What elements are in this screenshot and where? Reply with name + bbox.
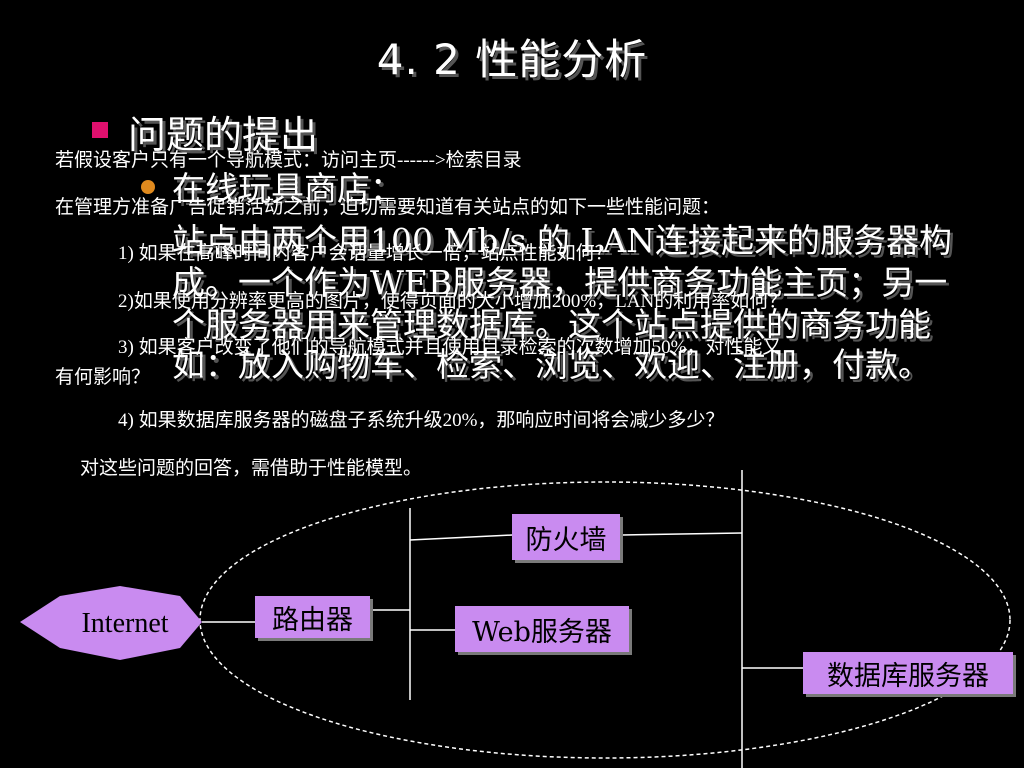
router-node: 路由器 bbox=[255, 596, 370, 638]
section-heading: 问题的提出 bbox=[128, 113, 319, 157]
question-line-6: 有何影响？ bbox=[55, 367, 151, 388]
question-line-2: 在管理方准备广告促销活动之前，迫切需要知道有关站点的如下一些性能问题： bbox=[55, 197, 721, 218]
question-line-3: 1) 如果在高峰时间内客户会话量增长一倍，站点性能如何？ bbox=[118, 243, 614, 264]
question-line-5: 3) 如果客户改变了他们的导航模式并且使用目录检索的次数增加50%，对性能又 bbox=[118, 337, 782, 358]
description-line-1: 站点由两个用100 Mb/s 的 LAN连接起来的服务器构 bbox=[172, 221, 953, 260]
question-line-8: 对这些问题的回答，需借助于性能模型。 bbox=[80, 458, 423, 479]
circle-bullet-icon bbox=[141, 180, 155, 194]
description-line-4: 如：放入购物车、检索、浏览、欢迎、注册，付款。 bbox=[172, 345, 931, 384]
question-line-7: 4) 如果数据库服务器的磁盘子系统升级20%，那响应时间将会减少多少？ bbox=[118, 410, 725, 431]
description-line-2: 成。一个作为WEB服务器，提供商务功能主页；另一 bbox=[172, 263, 948, 302]
square-bullet-icon bbox=[92, 122, 108, 138]
link-firewall-bus bbox=[621, 532, 743, 536]
internet-node: Internet bbox=[81, 608, 169, 639]
slide-title: 4. 2 性能分析 bbox=[376, 35, 648, 84]
firewall-node: 防火墙 bbox=[512, 514, 620, 560]
internet-shape bbox=[20, 586, 202, 660]
database-server-node: 数据库服务器 bbox=[803, 652, 1013, 694]
description-line-3: 个服务器用来管理数据库。这个站点提供的商务功能 bbox=[172, 305, 931, 344]
web-server-node: Web服务器 bbox=[455, 606, 629, 652]
sub-heading: 在线玩具商店： bbox=[172, 169, 403, 208]
link-firewall bbox=[409, 534, 513, 541]
question-line-4: 2)如果使用分辨率更高的图片，使得页面的大小增加200%，LAN的利用率如何？ bbox=[118, 291, 788, 312]
question-line-1: 若假设客户只有一个导航模式：访问主页------>检索目录 bbox=[55, 150, 522, 171]
